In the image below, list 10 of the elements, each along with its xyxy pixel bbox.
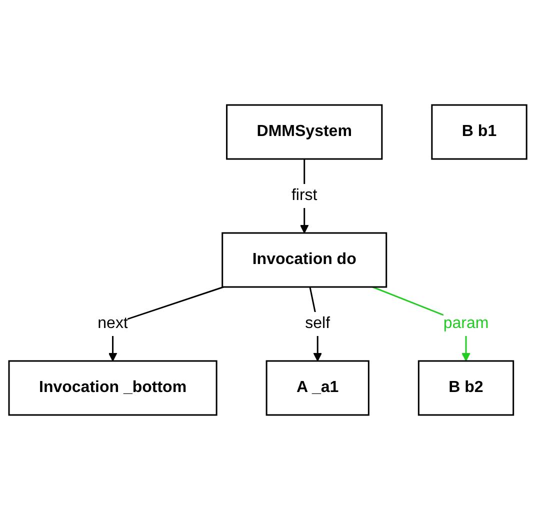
node-box: B b2	[418, 360, 514, 416]
edge-label: self	[305, 314, 330, 332]
node-box: A _a1	[266, 360, 370, 416]
edge-label: param	[444, 314, 489, 332]
node-box: Invocation _bottom	[8, 360, 218, 416]
node-box: B b1	[431, 104, 528, 160]
node-box: Invocation do	[222, 232, 388, 288]
edge-label: first	[292, 186, 318, 204]
node-box: DMMSystem	[226, 104, 383, 160]
edge-label: next	[98, 314, 128, 332]
